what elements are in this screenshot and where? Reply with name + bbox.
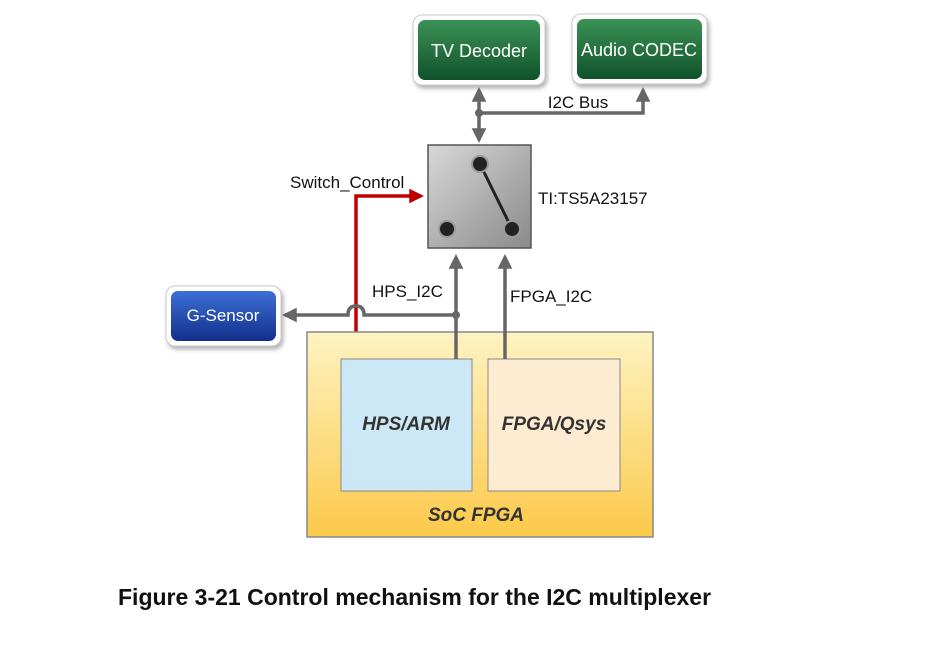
switch-terminal-fpga [503, 220, 521, 238]
i2c-bus-label: I2C Bus [548, 93, 608, 112]
fpga-i2c-label: FPGA_I2C [510, 287, 592, 306]
fpga-qsys-label: FPGA/Qsys [502, 414, 607, 435]
switch-terminal-hps [438, 220, 456, 238]
switch-control-label: Switch_Control [290, 173, 404, 192]
analog-switch-block [427, 144, 532, 249]
g-sensor-connector [282, 304, 456, 323]
hps-i2c-label: HPS_I2C [372, 282, 443, 301]
soc-fpga-label: SoC FPGA [428, 505, 524, 526]
g-sensor-block: G-Sensor [165, 285, 282, 347]
figure-caption: Figure 3-21 Control mechanism for the I2… [118, 584, 711, 610]
fpga-qsys-block: FPGA/Qsys [487, 358, 621, 492]
bus-junction-dot [475, 109, 483, 117]
tv-decoder-block: TV Decoder [412, 14, 546, 86]
audio-codec-block: Audio CODEC [571, 13, 708, 85]
hps-arm-block: HPS/ARM [340, 358, 473, 492]
switch-common-terminal [471, 155, 489, 173]
g-sensor-label: G-Sensor [187, 306, 260, 325]
tv-decoder-label: TV Decoder [431, 41, 527, 61]
hps-junction-dot [452, 311, 460, 319]
switch-chip-label: TI:TS5A23157 [538, 189, 648, 208]
hps-arm-label: HPS/ARM [362, 414, 451, 435]
audio-codec-label: Audio CODEC [581, 40, 697, 60]
